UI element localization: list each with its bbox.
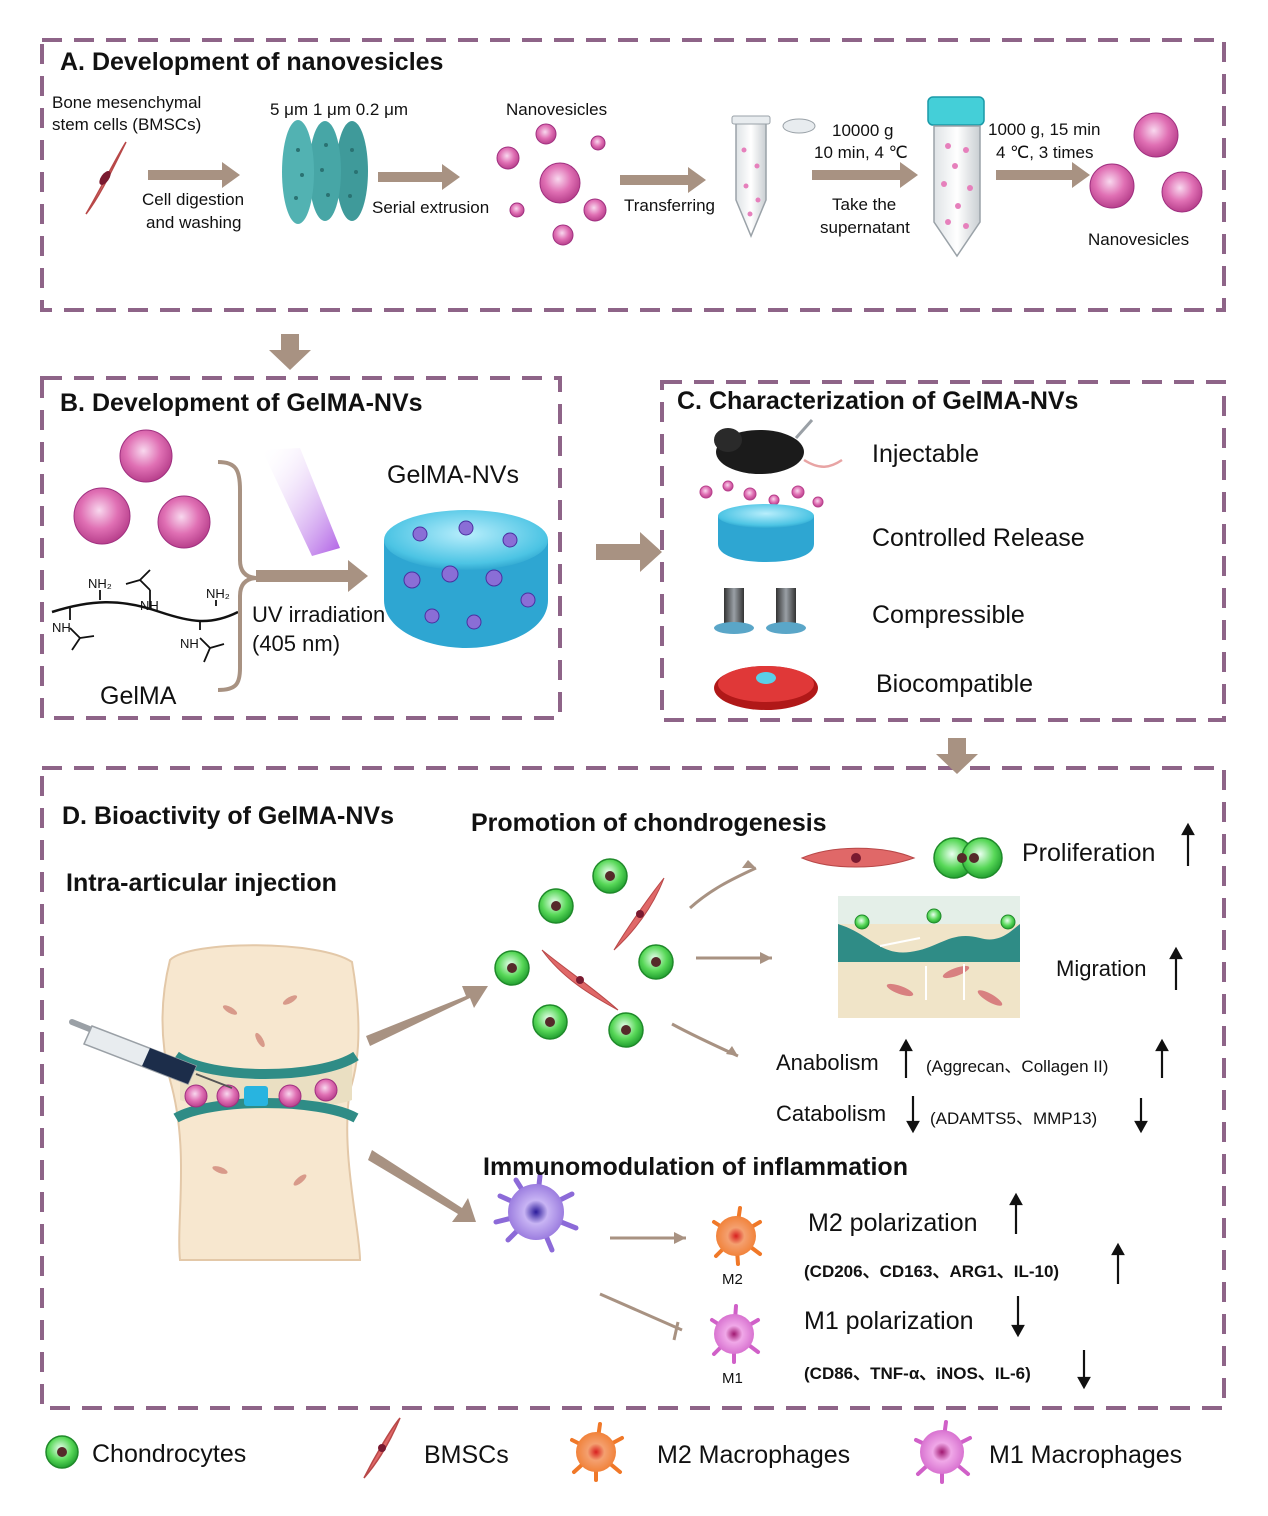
gelma-nvs-label: GelMA-NVs [387, 461, 519, 489]
release-hydrogel-icon [699, 480, 824, 562]
panel-a-title: A. Development of nanovesicles [60, 48, 444, 76]
arrow-a5 [996, 162, 1090, 188]
gelma-structure [51, 569, 239, 663]
uv-beam [262, 448, 340, 556]
legend-chondrocytes: Chondrocytes [92, 1440, 247, 1468]
nanovesicles-cluster-a [496, 123, 607, 246]
gelma-label: GelMA [100, 682, 177, 710]
step-digestion-line2: and washing [146, 213, 242, 232]
spin1-line2: 10 min, 4 ℃ [814, 143, 908, 162]
migration-illustration [838, 896, 1020, 1018]
microcentrifuge-tube [731, 115, 816, 238]
uv-label-line1: UV irradiation [252, 602, 386, 627]
injection-label: Intra-articular injection [66, 869, 337, 897]
uv-label-line2: (405 nm) [252, 631, 341, 656]
panel-c-title: C. Characterization of GelMA-NVs [677, 387, 1079, 415]
macrophage-unpolarized [493, 1173, 579, 1253]
gelma-nh-b: NH [52, 620, 71, 635]
gelma-nh-c: NH [180, 636, 199, 651]
legend-chondrocyte-icon [45, 1435, 79, 1469]
flow-arrow-b-to-c [596, 532, 662, 572]
macrophage-m2 [712, 1206, 762, 1266]
property-compressible: Compressible [872, 601, 1025, 629]
arrow-a2 [378, 164, 460, 190]
anabolism-genes: (Aggrecan、Collagen II) [926, 1057, 1109, 1076]
filter-pore-sizes: 5 μm 1 μm 0.2 μm [270, 100, 409, 119]
spin1-line1: 10000 g [832, 121, 894, 140]
indicator-arrows [899, 822, 1195, 1390]
arrow-joint-to-immuno [368, 1150, 476, 1222]
legend-m1-macrophages: M1 Macrophages [989, 1441, 1183, 1469]
step-digestion-line1: Cell digestion [142, 190, 245, 209]
arrow-a1 [148, 162, 240, 188]
m1-label: M1 [722, 1370, 743, 1387]
macrophage-m1 [710, 1304, 760, 1364]
step-extrusion: Serial extrusion [372, 198, 490, 217]
legend-m2-icon [570, 1422, 624, 1482]
gelma-nh2-a: NH₂ [88, 576, 112, 591]
gelma-nv-hydrogel [384, 510, 548, 648]
step-transferring: Transferring [624, 196, 716, 215]
bmsc-cell-a [85, 141, 127, 215]
spin2-line1: 1000 g, 15 min [988, 120, 1101, 139]
flow-arrow-c-to-d [936, 738, 978, 774]
legend-bmscs: BMSCs [424, 1441, 509, 1469]
arrow-joint-to-chondro [366, 986, 488, 1046]
m1-genes: (CD86、TNF-α、iNOS、IL-6) [804, 1364, 1031, 1383]
proliferation-icons [800, 837, 1003, 879]
proliferation-label: Proliferation [1022, 839, 1156, 867]
panel-d-frame [40, 766, 1226, 1410]
spin2-line2: 4 ℃, 3 times [996, 143, 1094, 162]
arrow-to-anabolism [671, 1022, 739, 1058]
anabolism-label: Anabolism [776, 1050, 879, 1075]
culture-dish-icon [714, 666, 818, 710]
panel-b-frame [40, 376, 562, 720]
nanovesicles-label-2: Nanovesicles [1088, 230, 1190, 249]
cell-cluster [494, 858, 674, 1048]
arrow-b-uv [256, 560, 368, 592]
inhibit-to-m1 [599, 1292, 683, 1341]
spin1-line3: Take the [832, 195, 897, 214]
catabolism-label: Catabolism [776, 1101, 887, 1126]
spin1-line4: supernatant [820, 218, 910, 237]
panel-a-frame [40, 38, 1226, 312]
panel-b-title: B. Development of GelMA-NVs [60, 389, 423, 417]
knee-joint-illustration [161, 944, 362, 1261]
immunomodulation-title: Immunomodulation of inflammation [483, 1153, 908, 1181]
chondrogenesis-title: Promotion of chondrogenesis [471, 809, 827, 837]
property-injectable: Injectable [872, 440, 980, 468]
property-controlled-release: Controlled Release [872, 524, 1085, 552]
gelma-nh2-b: NH₂ [206, 586, 230, 601]
bmsc-label-line1: Bone mesenchymal [52, 93, 202, 112]
panel-d-title: D. Bioactivity of GelMA-NVs [62, 802, 394, 830]
m1-polarization-label: M1 polarization [804, 1307, 974, 1335]
legend-m1-icon [914, 1420, 972, 1484]
compression-test-icon [714, 588, 806, 634]
arrow-a4 [812, 162, 918, 188]
gelma-nh-a: NH [140, 598, 159, 613]
property-biocompatible: Biocompatible [876, 670, 1034, 698]
m2-label: M2 [722, 1271, 743, 1288]
conical-tube [927, 96, 985, 258]
flow-arrow-a-to-b [269, 334, 311, 370]
nanovesicles-cluster-b [73, 429, 211, 549]
filter-membranes [282, 120, 368, 224]
m2-polarization-label: M2 polarization [808, 1209, 978, 1237]
arrow-a3 [620, 167, 706, 193]
legend-bmsc-icon [363, 1417, 401, 1479]
migration-label: Migration [1056, 956, 1147, 981]
m2-genes: (CD206、CD163、ARG1、IL-10) [804, 1262, 1060, 1281]
catabolism-genes: (ADAMTS5、MMP13) [930, 1109, 1098, 1128]
arrow-to-proliferation [688, 866, 757, 910]
syringe-icon [69, 1019, 233, 1089]
nanovesicles-label-1: Nanovesicles [506, 100, 608, 119]
bmsc-label-line2: stem cells (BMSCs) [52, 115, 202, 134]
mouse-injection-icon [714, 419, 843, 474]
legend-m2-macrophages: M2 Macrophages [657, 1441, 851, 1469]
nanovesicles-cluster-final [1089, 112, 1203, 213]
